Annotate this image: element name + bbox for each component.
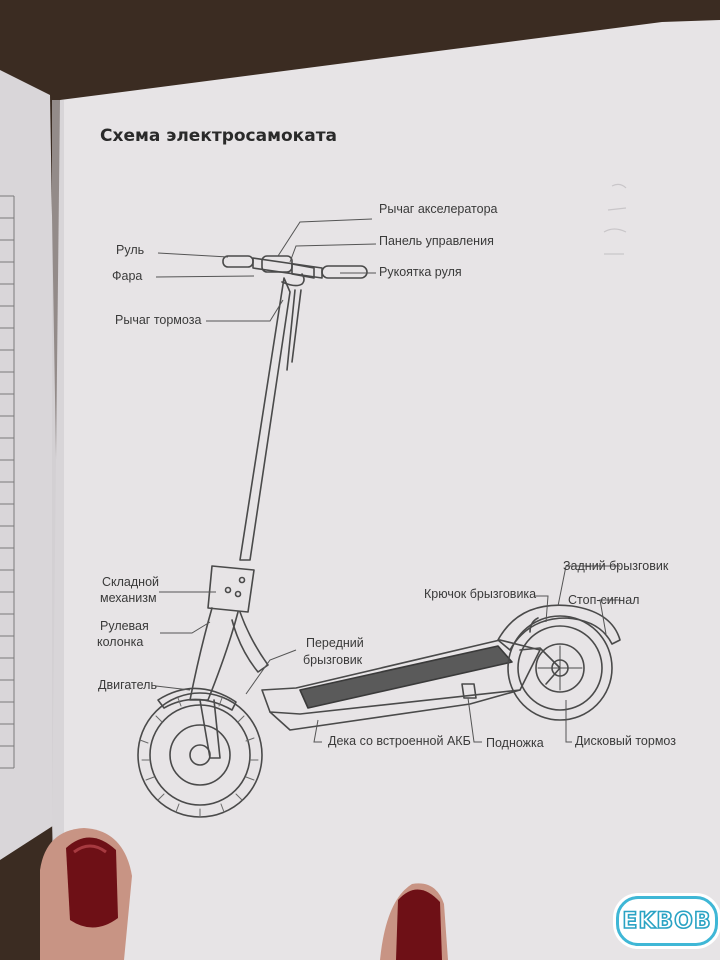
neck	[231, 611, 269, 673]
rear-arm	[519, 647, 561, 685]
rear-fender-shape	[497, 604, 621, 651]
label-brake-light: Стоп-сигнал	[568, 593, 640, 607]
fingers	[40, 828, 448, 960]
rear-wheel	[507, 615, 613, 721]
label-kickstand: Подножка	[486, 736, 544, 750]
brake-cable	[286, 289, 296, 371]
brake-lever-shape	[281, 273, 305, 287]
label-handlebar-grip: Рукоятка руля	[379, 265, 462, 279]
main-page	[52, 20, 720, 960]
stem	[239, 277, 291, 561]
label-steering-line1: Рулевая	[100, 619, 149, 633]
label-folding-line2: механизм	[100, 591, 157, 605]
deck-underside	[269, 689, 521, 731]
label-headlight: Фара	[112, 269, 143, 283]
label-steering-column: Рулевая колонка	[97, 619, 149, 649]
label-disc-brake: Дисковый тормоз	[575, 734, 676, 748]
label-front-fender-line1: Передний	[306, 636, 364, 650]
deck-grip-tape	[299, 645, 513, 709]
leader-lines	[155, 218, 620, 743]
label-motor: Двигатель	[98, 678, 157, 692]
label-handlebar: Руль	[116, 243, 145, 257]
deck-shape	[261, 639, 541, 715]
accelerator-shape	[291, 263, 315, 279]
page-title: Схема электросамоката	[100, 126, 338, 146]
faint-marks	[603, 183, 627, 255]
label-deck-battery: Дека со встроенной АКБ	[328, 734, 471, 748]
label-accelerator-lever: Рычаг акселератора	[379, 202, 498, 216]
label-brake-lever: Рычаг тормоза	[115, 313, 202, 327]
label-control-panel: Панель управления	[379, 234, 494, 248]
label-folding-line1: Складной	[102, 575, 160, 589]
right-fingernail	[396, 889, 442, 960]
label-rear-fender: Задний брызговик	[563, 559, 669, 573]
front-fork	[199, 699, 221, 759]
folding-mechanism-shape	[207, 565, 255, 613]
label-folding-mechanism: Складной механизм	[100, 575, 159, 605]
page-fold-shadow	[52, 100, 64, 960]
label-front-fender-line2: брызговик	[303, 653, 363, 667]
watermark-logo: EKBOB	[616, 896, 718, 946]
label-steering-line2: колонка	[97, 635, 144, 649]
label-front-fender: Передний брызговик	[303, 636, 364, 667]
scooter-illustration	[137, 255, 621, 818]
left-page	[0, 70, 62, 860]
left-page-table	[0, 195, 15, 769]
label-fender-hook: Крючок брызговика	[424, 587, 537, 601]
left-fingernail	[66, 837, 118, 928]
kickstand-shape	[461, 683, 477, 699]
